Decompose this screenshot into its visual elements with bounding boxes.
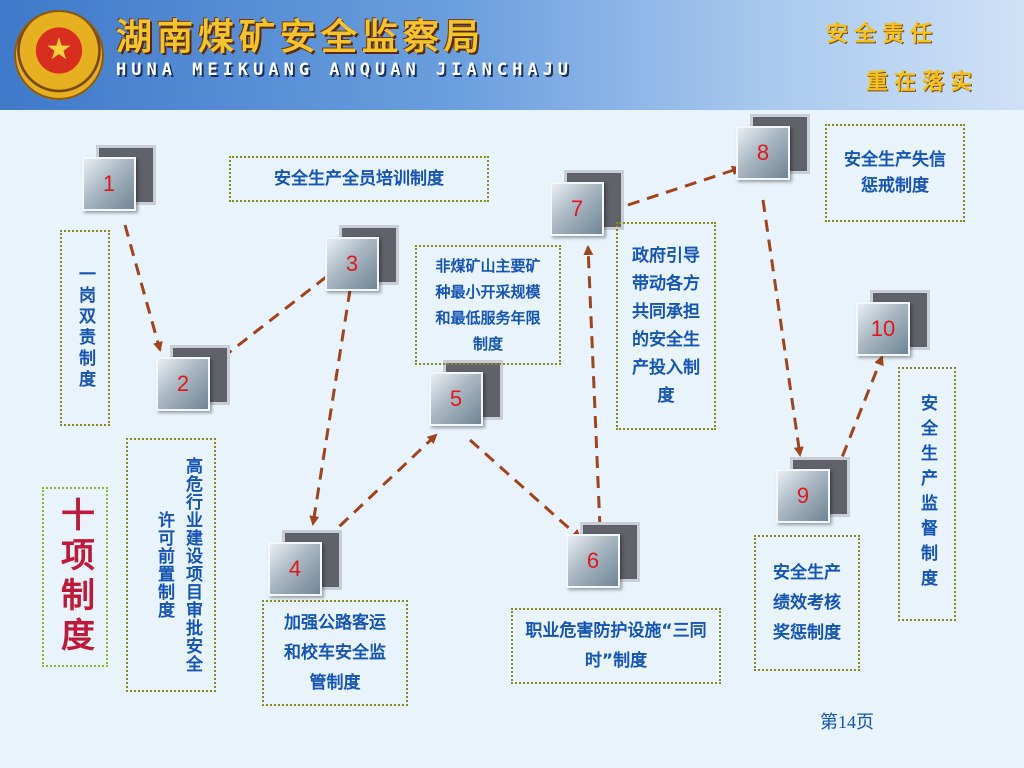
- box-1-one-post-two-duties: 一岗双责制度: [60, 230, 110, 426]
- box-2-safety-permit-prerequisite: 高危行业建设项目审批安全许可前置制度: [126, 438, 216, 692]
- node-face: [429, 372, 483, 426]
- node-number: 8: [756, 140, 770, 165]
- arrow-7-to-8: [627, 165, 742, 207]
- slogan-line-1: 安全责任: [826, 21, 939, 47]
- node-face: [156, 357, 210, 411]
- emblem-logo: ★: [14, 10, 104, 100]
- node-1: 1: [82, 145, 162, 225]
- node-4: 4: [268, 530, 348, 610]
- arrow-2-to-3: [221, 268, 337, 360]
- node-number: 6: [586, 548, 600, 573]
- agency-title-pinyin: HUNA MEIKUANG ANQUAN JIANCHAJU: [116, 60, 574, 80]
- node-face: [776, 469, 830, 523]
- arrow-4-to-5: [323, 433, 438, 542]
- node-face: [550, 182, 604, 236]
- box-7-safety-investment: 政府引导带动各方共同承担的安全生产投入制度: [616, 222, 716, 430]
- node-face: [325, 237, 379, 291]
- box-10-supervision: 安全生产监督制度: [898, 367, 956, 621]
- box-5-mining-scale-service-life: 非煤矿山主要矿种最小开采规模和最低服务年限制度: [415, 245, 561, 365]
- agency-title: 湖南煤矿安全监察局: [116, 17, 486, 58]
- node-6: 6: [566, 522, 646, 602]
- node-number: 7: [570, 196, 584, 221]
- arrow-3-to-4: [309, 289, 352, 526]
- node-3: 3: [325, 225, 405, 305]
- box-8-dishonesty-punishment: 安全生产失信惩戒制度: [825, 124, 965, 222]
- box-9-performance-evaluation: 安全生产绩效考核奖惩制度: [754, 535, 860, 671]
- arrow-5-to-6: [469, 438, 582, 540]
- node-8: 8: [736, 114, 816, 194]
- node-number: 4: [288, 556, 302, 581]
- slogan-line-2: 重在落实: [866, 69, 979, 95]
- box-3-staff-training: 安全生产全员培训制度: [229, 156, 489, 202]
- node-number: 3: [345, 251, 359, 276]
- node-face: [566, 534, 620, 588]
- node-7: 7: [550, 170, 630, 250]
- node-number: 10: [870, 316, 896, 341]
- arrow-9-to-10: [833, 355, 884, 476]
- node-number: 9: [796, 483, 810, 508]
- arrow-6-to-7: [583, 245, 602, 529]
- node-face: [856, 302, 910, 356]
- node-2: 2: [156, 345, 236, 425]
- node-face: [82, 157, 136, 211]
- node-9: 9: [776, 457, 856, 537]
- page-number: 第14页: [820, 712, 874, 732]
- node-face: [736, 126, 790, 180]
- arrow-8-to-9: [761, 199, 804, 457]
- box-4-road-transport-supervision: 加强公路客运和校车安全监管制度: [262, 600, 408, 706]
- ten-systems-label: 十项制度: [42, 487, 108, 667]
- node-number: 1: [102, 171, 116, 196]
- box-6-three-simultaneous: 职业危害防护设施“三同时”制度: [511, 608, 721, 684]
- node-number: 2: [176, 371, 190, 396]
- header-banner: ★ 湖南煤矿安全监察局 HUNA MEIKUANG ANQUAN JIANCHA…: [0, 0, 1024, 110]
- node-face: [268, 542, 322, 596]
- star-icon: ★: [45, 32, 73, 67]
- node-number: 5: [449, 386, 463, 411]
- arrow-1-to-2: [123, 224, 163, 352]
- node-10: 10: [856, 290, 936, 370]
- node-5: 5: [429, 360, 509, 440]
